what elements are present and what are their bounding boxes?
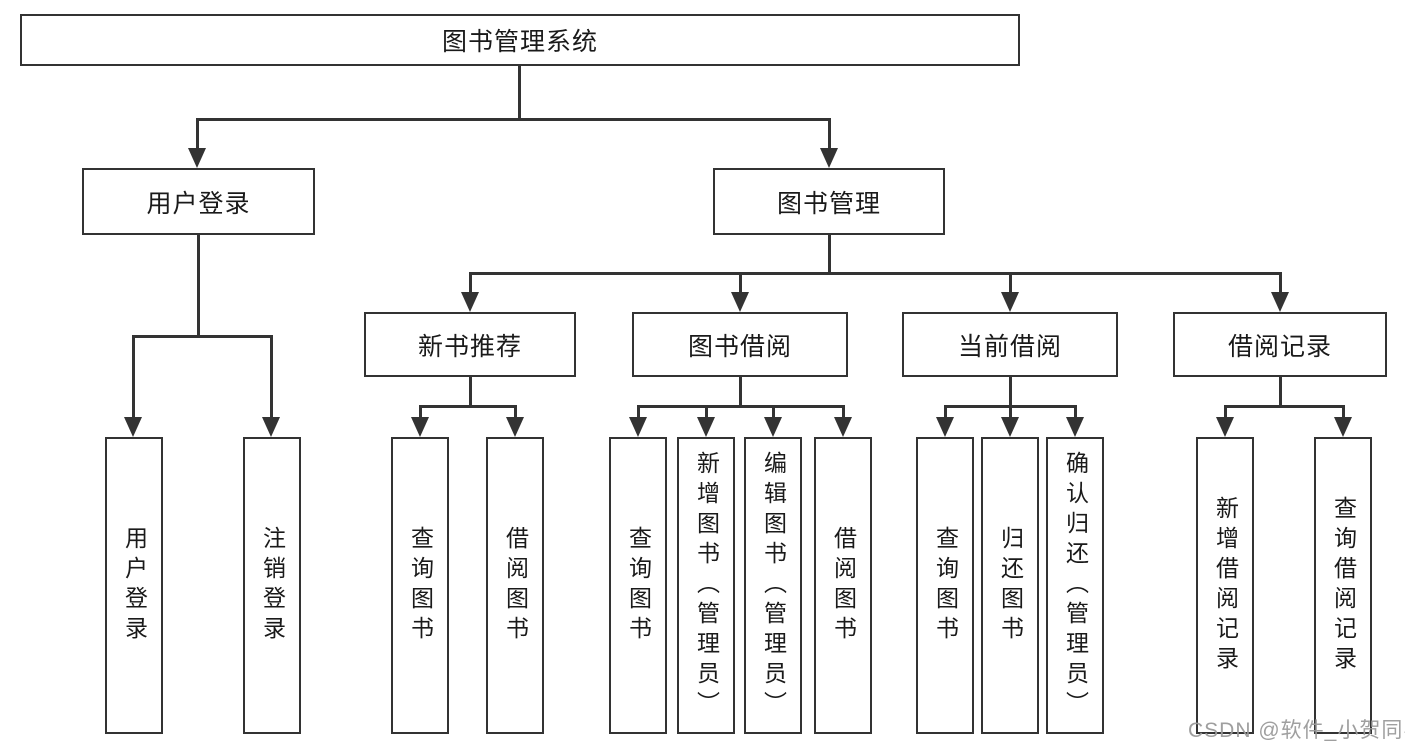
node-current-borrowing: 当前借阅 — [902, 312, 1118, 377]
arrow-down-icon — [820, 148, 838, 168]
node-user-login: 用户登录 — [82, 168, 315, 235]
connector-drop-level3 — [1009, 272, 1012, 294]
connector-book-management-branch — [469, 272, 1281, 275]
connector-drop-level3 — [1279, 272, 1282, 294]
node-query-books-recommend: 查询图书 — [391, 437, 449, 734]
node-label: 新增借阅记录 — [1212, 495, 1239, 676]
connector-drop-leaf — [1224, 405, 1227, 421]
connector-borrowing-records-branch — [1224, 405, 1344, 408]
connector-borrowing-records-stem — [1279, 377, 1282, 407]
csdn-watermark: CSDN @软件_小贺同学 — [1188, 719, 1405, 742]
node-book-management: 图书管理 — [713, 168, 945, 235]
node-library-management-system: 图书管理系统 — [20, 14, 1020, 66]
arrow-down-icon — [1216, 417, 1234, 437]
node-edit-book-admin: 编辑图书（管理员） — [744, 437, 802, 734]
node-label: 借阅图书 — [830, 525, 857, 646]
node-label: 归还图书 — [997, 525, 1024, 646]
connector-new-book-stem — [469, 377, 472, 407]
connector-book-borrowing-stem — [739, 377, 742, 407]
node-new-book-recommendation: 新书推荐 — [364, 312, 576, 377]
node-query-books-current: 查询图书 — [916, 437, 974, 734]
arrow-down-icon — [697, 417, 715, 437]
node-confirm-return-admin: 确认归还（管理员） — [1046, 437, 1104, 734]
node-label: 查询图书 — [932, 525, 959, 646]
node-logout: 注销登录 — [243, 437, 301, 734]
node-label: 图书借阅 — [687, 332, 792, 361]
connector-book-borrowing-branch — [637, 405, 844, 408]
node-label: 确认归还（管理员） — [1062, 450, 1089, 721]
node-label: 用户登录 — [146, 189, 251, 218]
arrow-down-icon — [1334, 417, 1352, 437]
arrow-down-icon — [1066, 417, 1084, 437]
node-return-book: 归还图书 — [981, 437, 1039, 734]
connector-new-book-branch — [419, 405, 516, 408]
node-borrowing-records: 借阅记录 — [1173, 312, 1387, 377]
node-query-borrow-record: 查询借阅记录 — [1314, 437, 1372, 734]
connector-book-management-stem — [828, 235, 831, 275]
node-borrow-books-recommend: 借阅图书 — [486, 437, 544, 734]
connector-drop-leaf — [1074, 405, 1077, 421]
node-book-borrowing: 图书借阅 — [632, 312, 848, 377]
connector-drop-leaf — [514, 405, 517, 421]
connector-drop-book-management — [828, 118, 831, 150]
node-label: 编辑图书（管理员） — [760, 450, 787, 721]
node-label: 图书管理系统 — [441, 28, 598, 56]
connector-drop-leaf — [1009, 405, 1012, 421]
arrow-down-icon — [936, 417, 954, 437]
arrow-down-icon — [262, 417, 280, 437]
arrow-down-icon — [731, 292, 749, 312]
connector-current-borrowing-stem — [1009, 377, 1012, 407]
node-label: 查询图书 — [625, 525, 652, 646]
node-add-book-admin: 新增图书（管理员） — [677, 437, 735, 734]
node-user-login-leaf: 用户登录 — [105, 437, 163, 734]
connector-root-branch — [196, 118, 831, 121]
connector-user-login-branch — [132, 335, 273, 338]
node-label: 查询图书 — [407, 525, 434, 646]
node-label: 借阅记录 — [1227, 332, 1332, 361]
arrow-down-icon — [124, 417, 142, 437]
arrow-down-icon — [1001, 292, 1019, 312]
node-query-books-borrowing: 查询图书 — [609, 437, 667, 734]
connector-drop-leaf — [637, 405, 640, 421]
connector-drop-leaf — [132, 335, 135, 419]
connector-drop-level3 — [469, 272, 472, 294]
arrow-down-icon — [506, 417, 524, 437]
connector-drop-level3 — [739, 272, 742, 294]
arrow-down-icon — [629, 417, 647, 437]
node-label: 图书管理 — [776, 189, 881, 218]
node-label: 查询借阅记录 — [1330, 495, 1357, 676]
arrow-down-icon — [188, 148, 206, 168]
node-label: 借阅图书 — [502, 525, 529, 646]
connector-drop-leaf — [419, 405, 422, 421]
node-label: 当前借阅 — [957, 332, 1062, 361]
connector-root-stem — [518, 66, 521, 119]
connector-drop-user-login — [196, 118, 199, 150]
node-add-borrow-record: 新增借阅记录 — [1196, 437, 1254, 734]
arrow-down-icon — [834, 417, 852, 437]
node-label: 用户登录 — [121, 525, 148, 646]
arrow-down-icon — [764, 417, 782, 437]
connector-drop-leaf — [842, 405, 845, 421]
node-label: 新书推荐 — [417, 332, 522, 361]
arrow-down-icon — [461, 292, 479, 312]
connector-drop-leaf — [270, 335, 273, 419]
arrow-down-icon — [1271, 292, 1289, 312]
connector-drop-leaf — [1342, 405, 1345, 421]
arrow-down-icon — [411, 417, 429, 437]
node-label: 注销登录 — [259, 525, 286, 646]
arrow-down-icon — [1001, 417, 1019, 437]
connector-drop-leaf — [705, 405, 708, 421]
connector-user-login-stem — [197, 235, 200, 337]
connector-drop-leaf — [772, 405, 775, 421]
connector-drop-leaf — [944, 405, 947, 421]
node-borrow-books: 借阅图书 — [814, 437, 872, 734]
node-label: 新增图书（管理员） — [693, 450, 720, 721]
